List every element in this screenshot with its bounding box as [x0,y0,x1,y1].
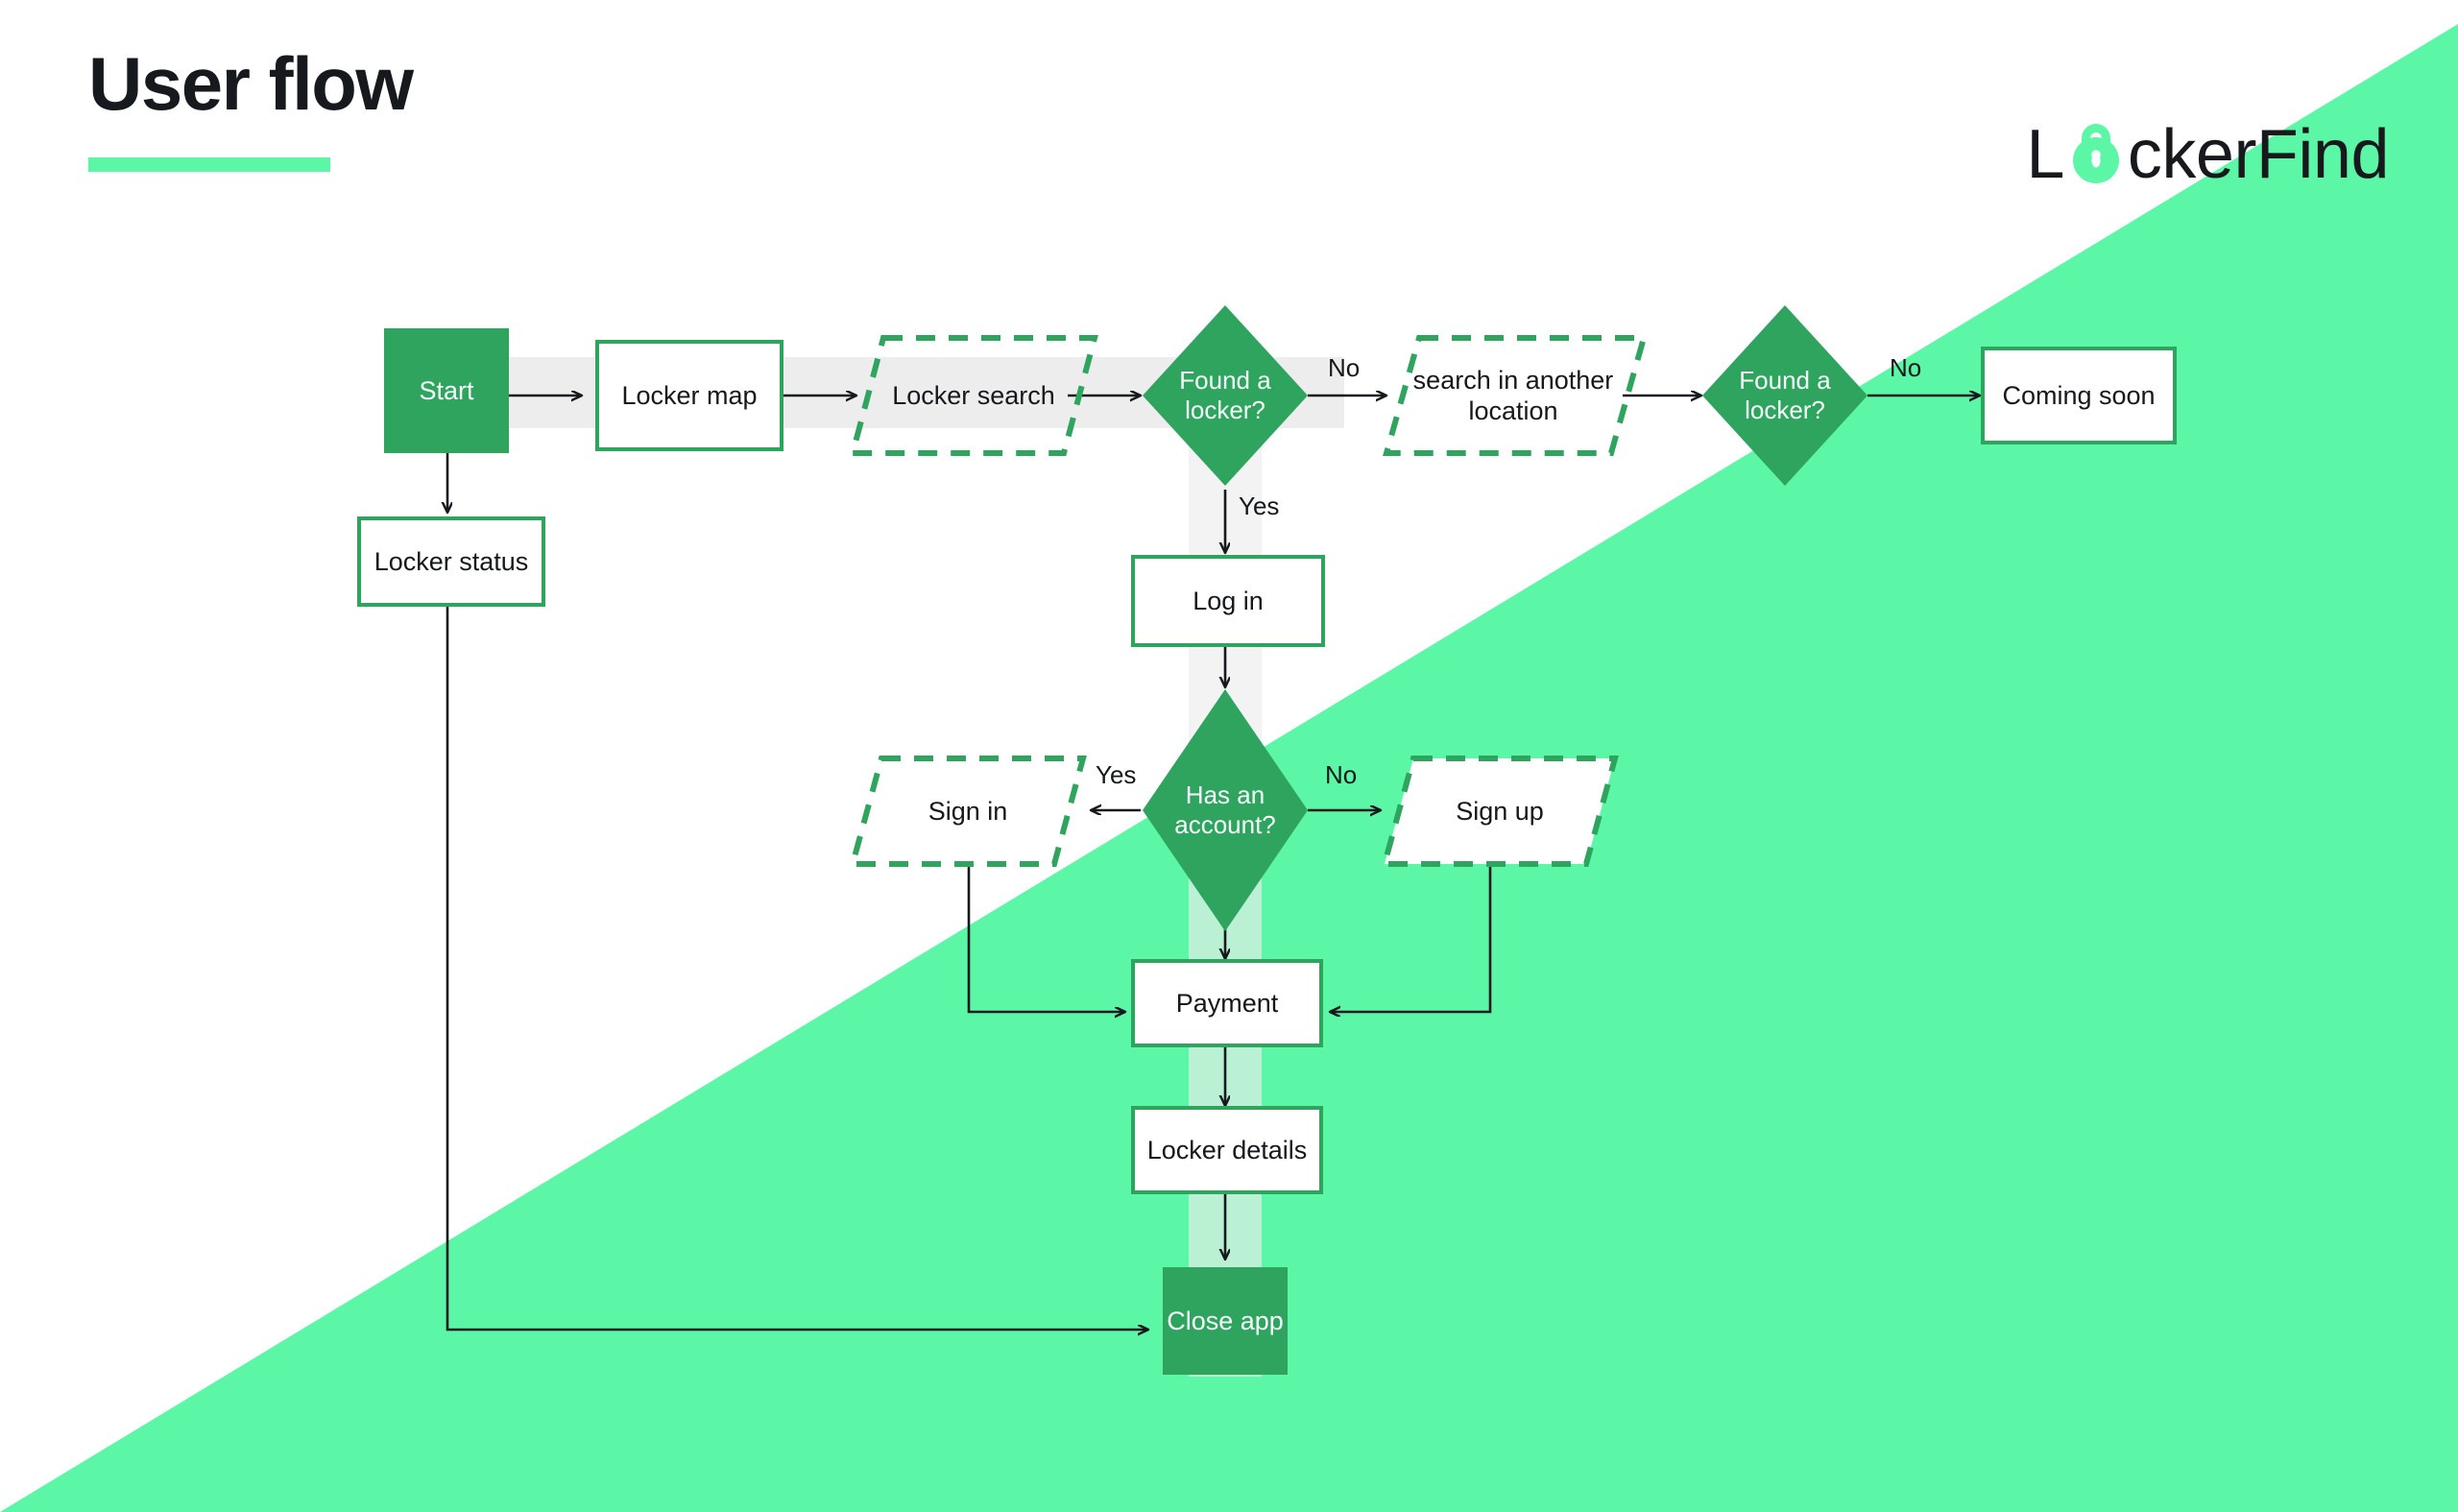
edge-label-yes-2: Yes [1096,760,1137,789]
node-close-app[interactable] [1163,1267,1288,1375]
node-locker-search[interactable] [849,335,1098,456]
edge-signin-payment [967,864,1125,1012]
node-log-in[interactable] [1131,555,1325,647]
logo-text-after: ckerFind [2127,116,2390,193]
logo-text-before: L [2026,116,2064,193]
logo[interactable]: L ckerFind [2026,110,2389,189]
edge-label-no-2: No [1890,353,1922,382]
edge-lockerstatus-closeapp [446,605,1148,1330]
node-payment[interactable] [1131,959,1323,1047]
logo-text: L ckerFind [2026,110,2389,189]
node-sign-in[interactable] [849,756,1087,867]
edge-label-yes-1: Yes [1239,492,1280,520]
padlock-icon-svg [2072,124,2119,183]
node-found-a-locker-1[interactable] [1143,305,1308,486]
node-search-another-location[interactable] [1383,335,1648,456]
page-title: User flow [88,41,414,126]
node-found-a-locker-2[interactable] [1702,305,1868,486]
title-accent-bar [88,157,330,172]
padlock-icon [2066,118,2126,185]
node-coming-soon[interactable] [1981,347,2177,444]
edge-signup-payment [1330,864,1492,1012]
node-locker-details[interactable] [1131,1106,1323,1194]
node-locker-map[interactable] [595,340,783,451]
node-sign-up[interactable] [1381,756,1619,867]
node-has-an-account[interactable] [1143,689,1308,931]
page-header: User flow [88,41,414,172]
edge-label-no-1: No [1328,353,1361,382]
edge-label-no-3: No [1325,760,1358,789]
node-locker-status[interactable] [357,516,545,607]
node-start[interactable] [384,328,509,453]
